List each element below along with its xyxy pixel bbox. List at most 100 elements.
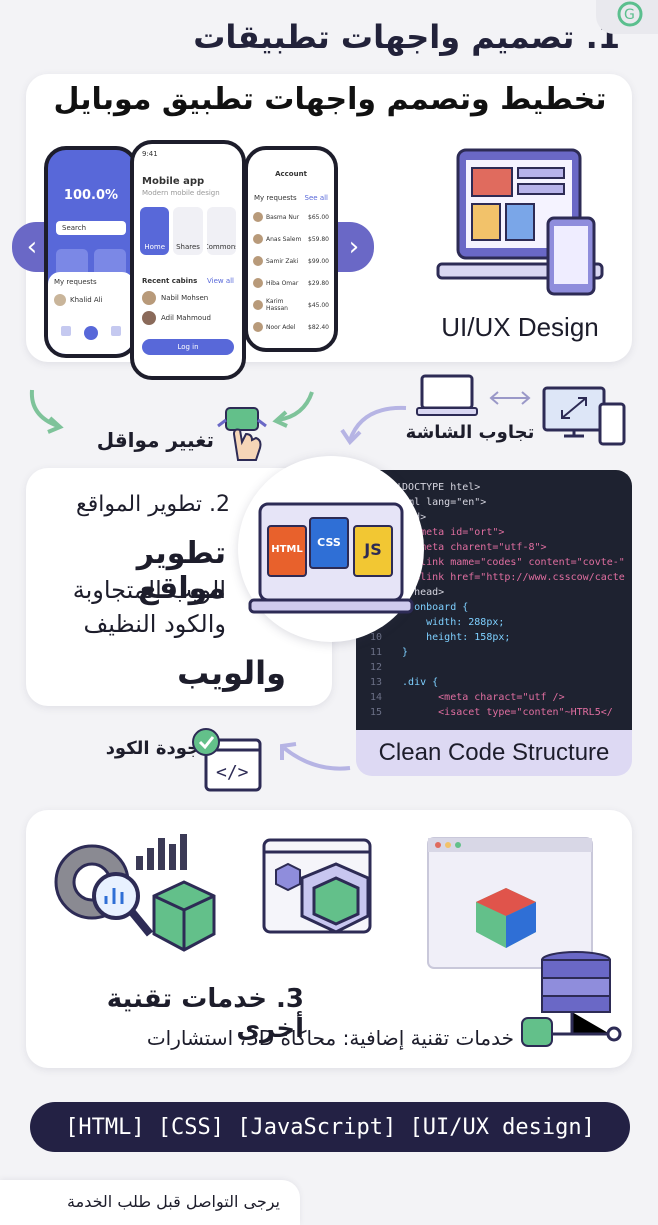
code-line-number: 14 [369,692,382,703]
avatar [253,212,263,222]
app-badge-icon[interactable]: G [596,0,658,34]
web-dev-line2: الويب المتجاوبة [72,576,226,604]
avatar [253,322,263,332]
phone-request-name: Karim Hassan [266,298,288,312]
code-line-text: </head> [390,587,445,598]
phone-list-item: Khalid Ali [70,296,103,304]
phone-request-amount: $99.00 [308,257,329,265]
section-tech-services-subtitle: خدمات تقنية إضافية: محاكاة 3D، استشارات [146,1026,514,1050]
phone-request-row[interactable]: Karim Hassan $45.00 [253,294,329,316]
code-line: <meta charent="utf-8"> [356,540,632,555]
code-line-number: 12 [369,662,382,673]
phone-balance: 100.0% [63,188,119,203]
phone-tile-commons[interactable]: Commons [206,207,236,255]
touch-icon [216,404,268,468]
phone-request-name: Noor Adel [266,323,296,331]
code-line: <meta id="ort"> [356,525,632,540]
database-network-icon [520,950,624,1054]
phone-tile-shares[interactable]: Shares [173,207,203,255]
code-line-text: .sonboard { [390,602,469,613]
code-line: 14 <meta charact="utf /> [356,690,632,705]
monitor-icon [542,384,628,452]
code-caption-bar: Clean Code Structure [356,730,632,776]
phone-request-row[interactable]: Noor Adel $82.40 [253,316,329,338]
code-line-text: <meta id="ort"> [390,527,505,538]
phone-app-title: Mobile app [142,176,205,187]
web-dev-line4: والويب [177,654,286,692]
phone-tile-home[interactable]: Home [140,207,170,255]
code-line-number: 10 [369,632,382,643]
section-web-dev-title: 2. تطوير المواقع [75,492,230,517]
phone-app-subtitle: Modern mobile design [142,189,220,197]
phone-request-name: Samir Zaki [266,257,299,265]
phone-request-amount: $59.80 [308,235,329,243]
code-line: <!DOCTYPE htel> [356,480,632,495]
phone-mockup-center: 9:41 Mobile app Modern mobile design Hom… [130,140,246,380]
analytics-gear-illustration [46,830,226,964]
code-line-text: width: 288px; [390,617,505,628]
curved-arrow-icon [340,400,410,452]
code-line-number: 13 [369,677,382,688]
phone-mockup-right: Account My requests See all Basma Nur$65… [244,146,338,352]
ui-design-illustration [436,146,612,306]
phone-request-row[interactable]: Basma Nur$65.00 [253,206,329,228]
js-file-label: JS [364,540,382,559]
code-line: </head> [356,585,632,600]
code-line: 11 } [356,645,632,660]
screen-responsive-label: تجاوب الشاشة [405,422,535,443]
ui-design-caption: UI/UX Design [441,312,599,342]
svg-text:</>: </> [216,762,249,783]
phone-request-name: Hiba Omar [266,279,299,287]
carousel-next-button[interactable]: › [334,222,374,272]
code-line-text: <meta charent="utf-8"> [390,542,547,553]
code-line: 13 .div { [356,675,632,690]
curved-arrow-icon [274,734,354,778]
tech-tags-bar: [HTML] [CSS] [JavaScript] [UI/UX design] [30,1102,630,1152]
code-line: width: 288px; [356,615,632,630]
code-check-icon: </> [190,726,264,800]
html-file-label: HTML [271,544,303,555]
phone-request-amount: $65.00 [308,213,329,221]
footer-note: يرجى التواصل قبل طلب الخدمة [67,1192,280,1211]
change-sites-label: تغيير مواقل [96,428,214,452]
phone-section-title: Recent cabins [142,277,198,285]
phone-time: 9:41 [142,150,158,158]
phone-account-title: Account [275,170,307,178]
phone-requests-title: My requests [254,194,297,202]
code-line-text: <isacet type="conten"~HTRL5</ [390,707,613,718]
code-line: 12 [356,660,632,675]
3d-cube-illustration [262,836,376,944]
phone-request-row[interactable]: Anas Salem $59.80 [253,228,329,250]
footer-note-box [0,1180,300,1225]
code-line-text: height: 158px; [390,632,511,643]
phone-request-amount: $45.00 [308,301,329,309]
phone-login-button[interactable]: Log in [142,339,234,355]
page-title: 1. تصميم واجهات تطبيقات [193,18,620,56]
curved-arrow-icon [26,386,66,440]
avatar [253,300,263,310]
code-line: 10 height: 158px; [356,630,632,645]
code-line: .sonboard { [356,600,632,615]
avatar [253,278,263,288]
web-dev-line3: والكود النظيف [83,610,226,638]
code-line-text: } [390,647,409,658]
phone-request-row[interactable]: Hiba Omar$29.80 [253,272,329,294]
code-line-text: <link href="http://www.csscow/cacte [390,572,625,583]
curved-arrow-icon [272,388,316,432]
laptop-icon [416,372,478,422]
phone-view-all-link[interactable]: View all [206,277,234,285]
phone-request-row[interactable]: Samir Zaki $99.00 [253,250,329,272]
section-tech-services-title: 3. خدمات تقنية أخرى [106,984,304,1044]
phone-request-name: Anas Salem [266,235,302,243]
phone-request-amount: $82.40 [308,323,329,331]
svg-text:G: G [624,7,635,23]
phone-see-all-link[interactable]: See all [304,194,328,202]
code-line: <link mame="codes" content="covte-" [356,555,632,570]
code-line-text: <!DOCTYPE htel> [390,482,481,493]
code-line-number: 15 [369,707,382,718]
code-quality-label: جودة الكود [105,738,200,759]
phone-search-field: Search [56,221,126,235]
avatar [253,234,263,244]
css-file-label: CSS [317,536,341,549]
